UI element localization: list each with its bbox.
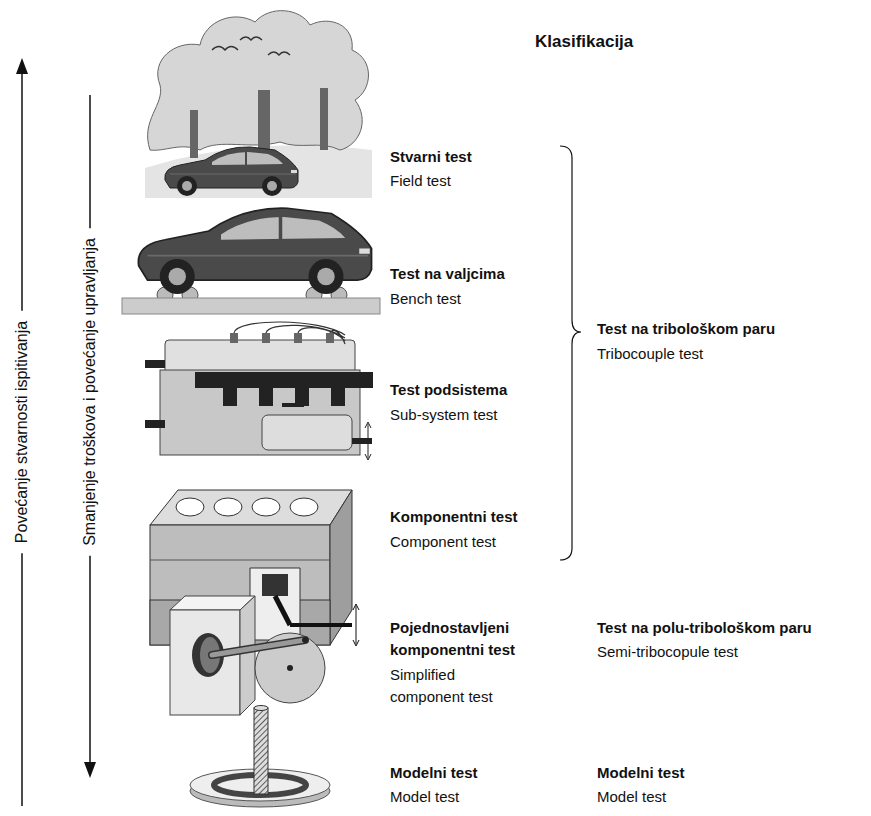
level-label-en: Semi-tribocopule test bbox=[597, 641, 738, 663]
simplified-scene bbox=[170, 596, 325, 715]
arrow-head bbox=[16, 58, 28, 74]
level-label: Modelni test bbox=[390, 762, 478, 784]
car bbox=[138, 208, 371, 294]
bird bbox=[268, 52, 290, 55]
bench-scene bbox=[122, 208, 380, 314]
diagram-title: Klasifikacija bbox=[535, 31, 633, 53]
level-label-en: Simplified component test bbox=[390, 664, 526, 708]
tree-trunk bbox=[190, 110, 198, 158]
axis-label: Smanjenje troškova i povećanje upravljan… bbox=[80, 238, 100, 546]
bird bbox=[240, 37, 262, 40]
level-label: Test na valjcima bbox=[390, 263, 505, 285]
level-label: Modelni test bbox=[597, 762, 685, 784]
level-label: Test na polu-tribološkom paru bbox=[597, 617, 812, 639]
axis-label: Povećanje stvarnosti ispitivanja bbox=[12, 321, 32, 543]
level-label: Stvarni test bbox=[390, 146, 472, 168]
bracket bbox=[560, 146, 581, 560]
level-label-en: Tribocouple test bbox=[597, 343, 703, 365]
car bbox=[165, 147, 298, 196]
level-label: Komponentni test bbox=[390, 506, 518, 528]
level-label: Test na tribološkom paru bbox=[597, 318, 775, 340]
axis-line bbox=[21, 553, 23, 806]
axis-line bbox=[21, 70, 23, 311]
axis-line bbox=[89, 556, 91, 764]
level-label-en: Component test bbox=[390, 531, 496, 553]
bird bbox=[212, 47, 238, 51]
level-label-en: Field test bbox=[390, 170, 451, 192]
axis-line bbox=[89, 95, 91, 228]
arrow-head bbox=[84, 762, 96, 778]
platform bbox=[122, 298, 380, 314]
model-scene bbox=[190, 706, 330, 808]
tree-trunk bbox=[320, 88, 328, 150]
level-label-en: Model test bbox=[390, 786, 459, 808]
level-label-en: Model test bbox=[597, 786, 666, 808]
level-label-en: Sub-system test bbox=[390, 404, 498, 426]
field-scene bbox=[145, 11, 372, 198]
level-label-en: Bench test bbox=[390, 288, 461, 310]
level-label: Pojednostavljeni komponentni test bbox=[390, 617, 526, 661]
ground bbox=[145, 145, 372, 198]
engine-scene bbox=[145, 322, 373, 460]
level-label: Test podsistema bbox=[390, 379, 507, 401]
